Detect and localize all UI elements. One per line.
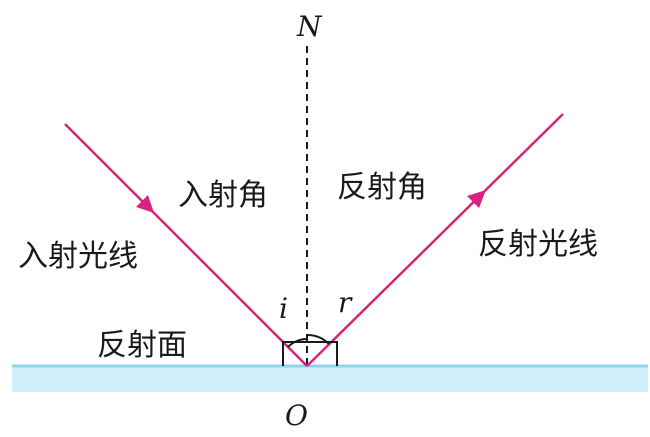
reflected-angle-symbol: r [338, 286, 353, 319]
normal-label: N [296, 10, 323, 43]
right-angle-mark-left [282, 341, 307, 366]
reflected-ray-label: 反射光线 [478, 227, 598, 262]
incident-ray-arrow [136, 195, 154, 213]
incident-ray [64, 123, 308, 367]
reflected-ray [306, 113, 564, 367]
reflected-ray-arrow [467, 190, 486, 208]
origin-label: O [285, 399, 308, 432]
incident-angle-symbol: i [279, 292, 288, 325]
reflected-angle-arc [306, 333, 330, 345]
incident-angle-label: 入射角 [178, 178, 268, 213]
reflected-angle-label: 反射角 [337, 170, 427, 205]
reflecting-surface-label: 反射面 [97, 328, 187, 363]
reflecting-surface [12, 366, 648, 392]
right-angle-mark-right [307, 341, 338, 366]
incident-ray-label: 入射光线 [18, 239, 138, 274]
